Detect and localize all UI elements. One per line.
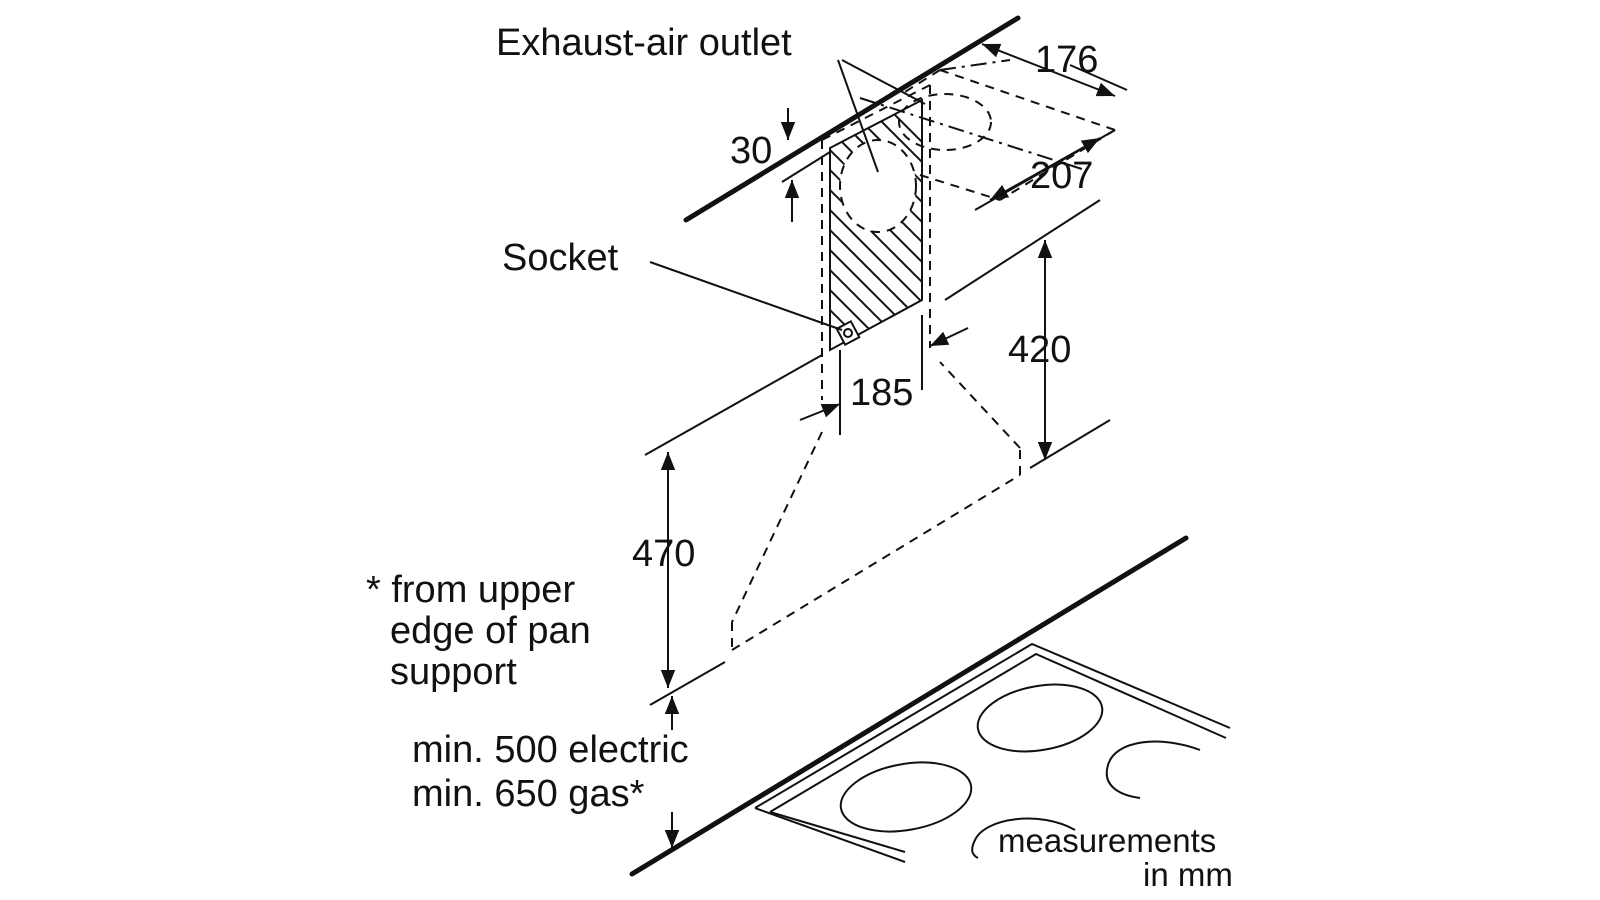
socket-leader xyxy=(649,261,843,331)
dim-420-value: 420 xyxy=(1008,329,1071,371)
hob-burner-4 xyxy=(971,817,1076,859)
hob-burner-1 xyxy=(976,683,1104,753)
min-electric-label: min. 500 electric xyxy=(412,729,689,771)
hob xyxy=(754,642,1231,863)
note-line-3: support xyxy=(390,651,517,693)
dim-min-distance: min. 500 electric min. 650 gas* xyxy=(412,696,689,848)
dim-470: 470 xyxy=(632,452,726,706)
units-line-2: in mm xyxy=(1143,856,1233,893)
outlet-circle-wall xyxy=(839,139,917,233)
dim-30: 30 xyxy=(730,108,831,222)
dim-176: 176 xyxy=(981,39,1128,97)
hob-burner-3 xyxy=(1105,740,1201,799)
dim-185-value: 185 xyxy=(850,372,913,414)
dim-470-value: 470 xyxy=(632,533,695,575)
dim-420: 420 xyxy=(1008,240,1111,469)
outlet-circle-top xyxy=(898,93,992,151)
hood-outline xyxy=(731,361,1021,651)
hob-burner-2 xyxy=(839,761,973,833)
dim-185: 185 xyxy=(799,315,969,435)
dim-207: 207 xyxy=(974,129,1116,211)
note-line-2: edge of pan xyxy=(390,610,591,652)
note-line-1: * from upper xyxy=(366,569,575,611)
min-gas-label: min. 650 gas* xyxy=(412,773,645,815)
exhaust-leader-2 xyxy=(841,59,926,105)
socket-label: Socket xyxy=(502,237,619,279)
exhaust-outlet-label: Exhaust-air outlet xyxy=(496,22,792,64)
chimney-outline xyxy=(821,84,931,400)
dim-176-value: 176 xyxy=(1035,39,1098,81)
wall-line-lower xyxy=(644,354,823,456)
wall-line-upper xyxy=(944,199,1101,301)
dim-30-value: 30 xyxy=(730,130,772,172)
socket-icon xyxy=(835,319,861,347)
worktop-edge xyxy=(629,535,1189,877)
exhaust-leader-1 xyxy=(837,59,879,173)
ceiling-line xyxy=(683,15,1021,223)
units-line-1: measurements xyxy=(998,822,1216,859)
dim-207-value: 207 xyxy=(1030,155,1093,197)
